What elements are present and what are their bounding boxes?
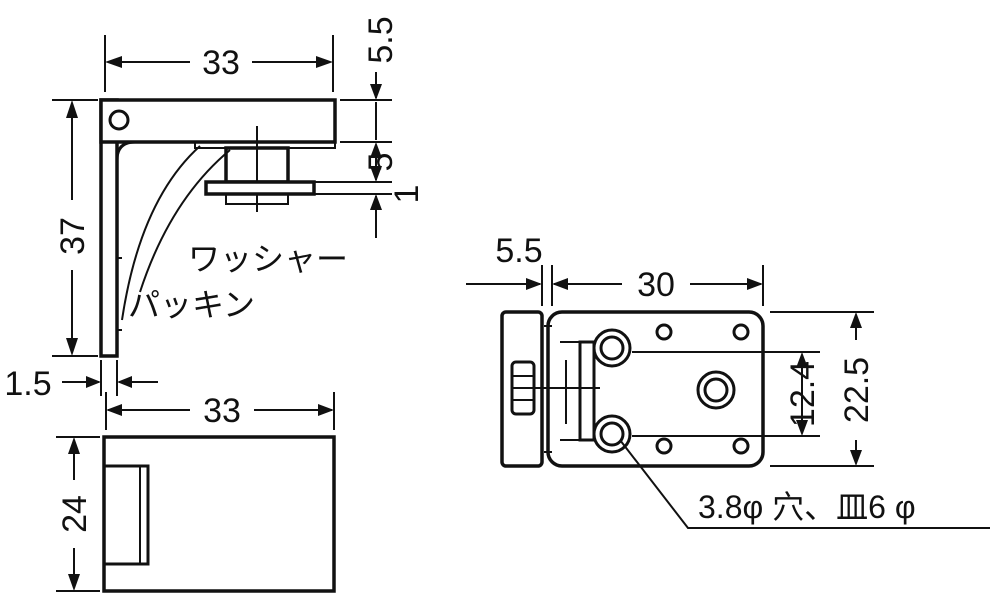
small-hole [732, 323, 750, 341]
inner-bracket [578, 340, 596, 442]
pivot-hole [108, 109, 130, 131]
packing-label: パッキン [128, 287, 255, 323]
countersunk-hole-top [592, 328, 632, 368]
side-leaders [121, 145, 231, 321]
dim-hole-pitch-label: 12.4 [784, 361, 822, 427]
dim-bottom-width: 33 [105, 392, 335, 430]
bottom-plate [102, 435, 336, 593]
front-view [500, 310, 765, 468]
washer [204, 180, 316, 196]
hole-note-leader: 3.8φ 穴、皿6 φ [619, 439, 990, 529]
top-arm [99, 98, 337, 144]
dim-bottom-height-label: 24 [56, 495, 94, 533]
dim-height-label: 37 [54, 217, 92, 255]
dim-side-width: 33 [104, 35, 334, 92]
hole-note-leader-line [619, 439, 990, 529]
countersunk-hole-bottom [592, 414, 632, 454]
dim-bottom-width-label: 33 [203, 392, 241, 430]
dim-front-height: 22.5 [770, 311, 876, 467]
center-hole [696, 370, 736, 410]
washer-base [225, 193, 289, 205]
side-view [99, 98, 337, 358]
dim-front-width: 30 [552, 265, 764, 306]
dim-height: 37 [52, 99, 98, 357]
small-hole [655, 437, 673, 455]
hole-note-label: 3.8φ 穴、皿6 φ [698, 489, 916, 525]
corner-fillet [115, 140, 136, 161]
bottom-tab [102, 464, 150, 566]
dim-front-offset-label: 5.5 [495, 232, 542, 270]
washer-label: ワッシャー [188, 241, 348, 277]
dim-right-stack: 5.5 5 1 [300, 16, 426, 238]
small-hole [655, 323, 673, 341]
dim-side-width-label: 33 [202, 44, 240, 82]
dim-bottom-height: 24 [56, 436, 100, 592]
dim-sheet-thickness: 1.5 [4, 360, 158, 403]
dim-front-width-label: 30 [637, 266, 675, 304]
washer-leader [139, 149, 231, 293]
dim-hole-pitch: 12.4 [632, 351, 822, 437]
dim-sheet-thickness-label: 1.5 [4, 365, 51, 403]
dim-front-height-label: 22.5 [838, 357, 876, 423]
dim-front-offset: 5.5 [466, 232, 553, 306]
bottom-view [102, 435, 336, 593]
small-hole [732, 437, 750, 455]
dim-washer-label: 1 [388, 185, 426, 204]
packing-leader [121, 145, 201, 321]
dim-top-offset-label: 5.5 [362, 16, 400, 63]
dim-gap-label: 5 [362, 153, 400, 172]
